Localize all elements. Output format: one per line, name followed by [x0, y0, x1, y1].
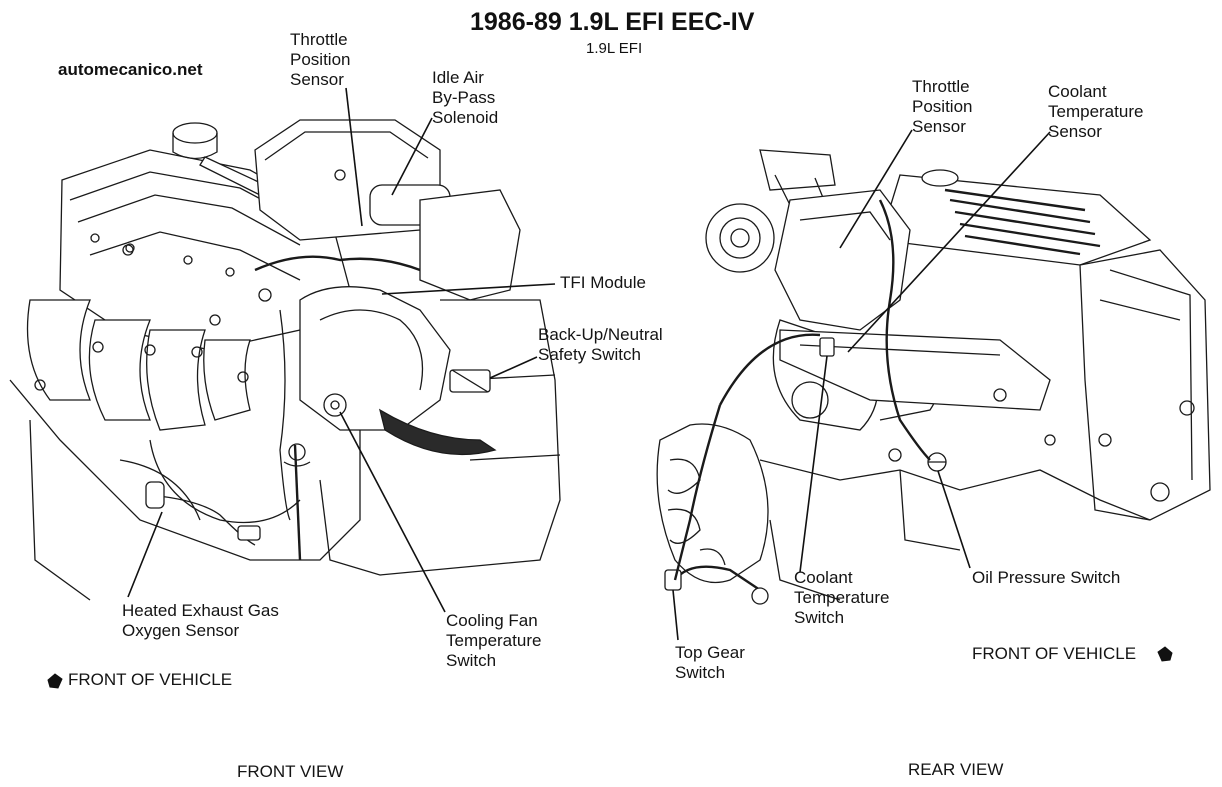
label-throttle-position-sensor-front: Throttle Position Sensor: [290, 30, 351, 89]
leader-throttle-position-sensor-front: [345, 87, 363, 227]
label-backup-neutral-safety-switch: Back-Up/Neutral Safety Switch: [538, 325, 663, 364]
label-top-gear-switch: Top Gear Switch: [675, 643, 745, 682]
diagram-subtitle: 1.9L EFI: [586, 40, 643, 57]
leader-idle-air-bypass-solenoid: [391, 117, 433, 196]
leader-backup-neutral-safety-switch: [489, 356, 538, 379]
label-heated-exhaust-gas-oxygen-sensor: Heated Exhaust Gas Oxygen Sensor: [122, 601, 279, 640]
front-view-engine-drawing: [9, 119, 561, 601]
label-idle-air-bypass-solenoid: Idle Air By-Pass Solenoid: [432, 68, 499, 127]
label-coolant-temperature-sensor: Coolant Temperature Sensor: [1048, 82, 1144, 141]
leader-coolant-temperature-sensor: [847, 131, 1051, 353]
leader-throttle-position-sensor-rear: [839, 129, 913, 249]
label-cooling-fan-temperature-switch: Cooling Fan Temperature Switch: [446, 611, 542, 670]
label-oil-pressure-switch: Oil Pressure Switch: [972, 568, 1121, 587]
rear-view-caption: REAR VIEW: [908, 760, 1004, 779]
label-tfi-module: TFI Module: [560, 273, 646, 292]
leader-heated-exhaust-gas-oxygen-sensor: [127, 511, 163, 598]
label-coolant-temperature-switch: Coolant Temperature Switch: [794, 568, 890, 627]
leader-tfi-module: [381, 283, 556, 295]
leader-coolant-temperature-switch: [799, 355, 828, 573]
callout-leaders: [127, 87, 1051, 641]
front-of-vehicle-arrow-right: [1157, 646, 1173, 662]
front-view-caption: FRONT VIEW: [237, 762, 344, 781]
front-of-vehicle-label-rear-view: FRONT OF VEHICLE: [972, 644, 1137, 663]
label-throttle-position-sensor-rear: Throttle Position Sensor: [912, 77, 973, 136]
leader-cooling-fan-temperature-switch: [339, 411, 446, 613]
rear-view-engine-drawing: [656, 149, 1211, 605]
front-of-vehicle-arrow-left: [47, 673, 63, 689]
leader-oil-pressure-switch: [937, 470, 971, 569]
front-of-vehicle-label-front-view: FRONT OF VEHICLE: [68, 670, 233, 689]
watermark: automecanico.net: [58, 60, 203, 79]
leader-top-gear-switch: [672, 589, 679, 641]
diagram-title: 1986-89 1.9L EFI EEC-IV: [470, 8, 755, 36]
